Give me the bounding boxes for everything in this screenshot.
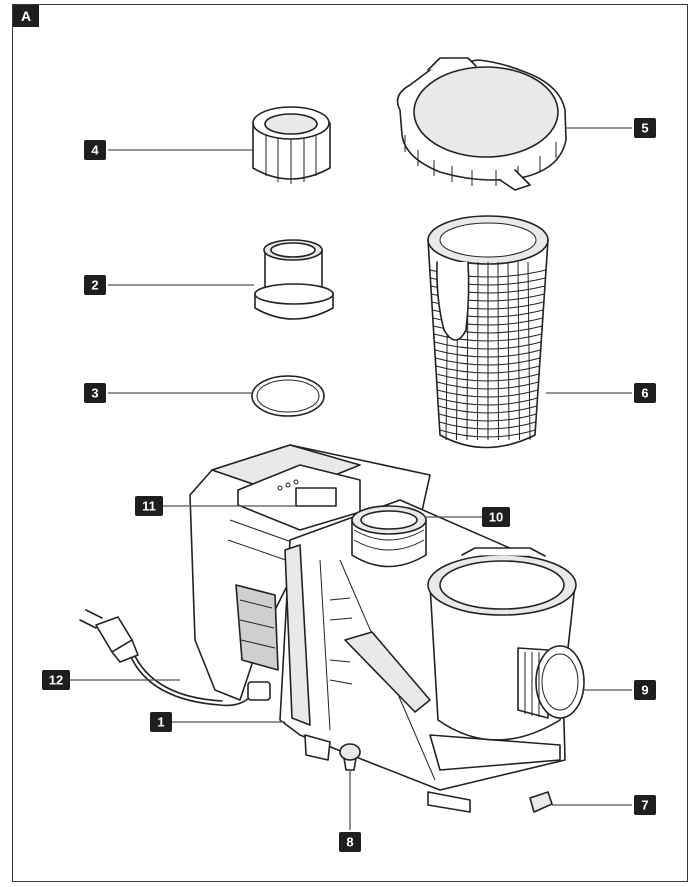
svg-text:11: 11	[142, 499, 156, 514]
part-badge-10: 10	[482, 507, 510, 527]
figure-frame: A	[12, 4, 688, 882]
part-badge-12: 12	[42, 670, 70, 690]
part-badge-5: 5	[634, 118, 656, 138]
basket-lid-drawing	[396, 57, 567, 191]
svg-text:7: 7	[641, 798, 648, 813]
svg-text:12: 12	[49, 673, 63, 688]
hose-connector-drawing	[254, 239, 334, 320]
svg-text:4: 4	[91, 143, 99, 158]
figure-corner-label: A	[13, 5, 39, 27]
part-badge-7: 7	[634, 795, 656, 815]
part-badge-2: 2	[84, 275, 106, 295]
part-badge-4: 4	[84, 140, 106, 160]
union-nut-drawing	[252, 106, 331, 184]
svg-text:3: 3	[91, 386, 98, 401]
svg-text:1: 1	[157, 715, 164, 730]
leader-lines	[70, 127, 632, 830]
svg-text:10: 10	[489, 510, 503, 525]
strainer-basket-drawing	[427, 215, 549, 449]
pump-housing-drawing	[79, 444, 585, 813]
part-badge-3: 3	[84, 383, 106, 403]
part-badge-8: 8	[339, 832, 361, 852]
part-badge-1: 1	[150, 712, 172, 732]
part-badge-11: 11	[135, 496, 163, 516]
part-badge-6: 6	[634, 383, 656, 403]
svg-text:5: 5	[641, 121, 648, 136]
o-ring-drawing	[251, 375, 325, 417]
part-badge-9: 9	[634, 680, 656, 700]
svg-text:2: 2	[91, 278, 98, 293]
svg-text:8: 8	[346, 835, 353, 850]
part-number-badges: 4 5 2 3 6 11 10 12 9 1 8 7	[42, 118, 656, 852]
svg-text:9: 9	[641, 683, 648, 698]
svg-text:6: 6	[641, 386, 648, 401]
